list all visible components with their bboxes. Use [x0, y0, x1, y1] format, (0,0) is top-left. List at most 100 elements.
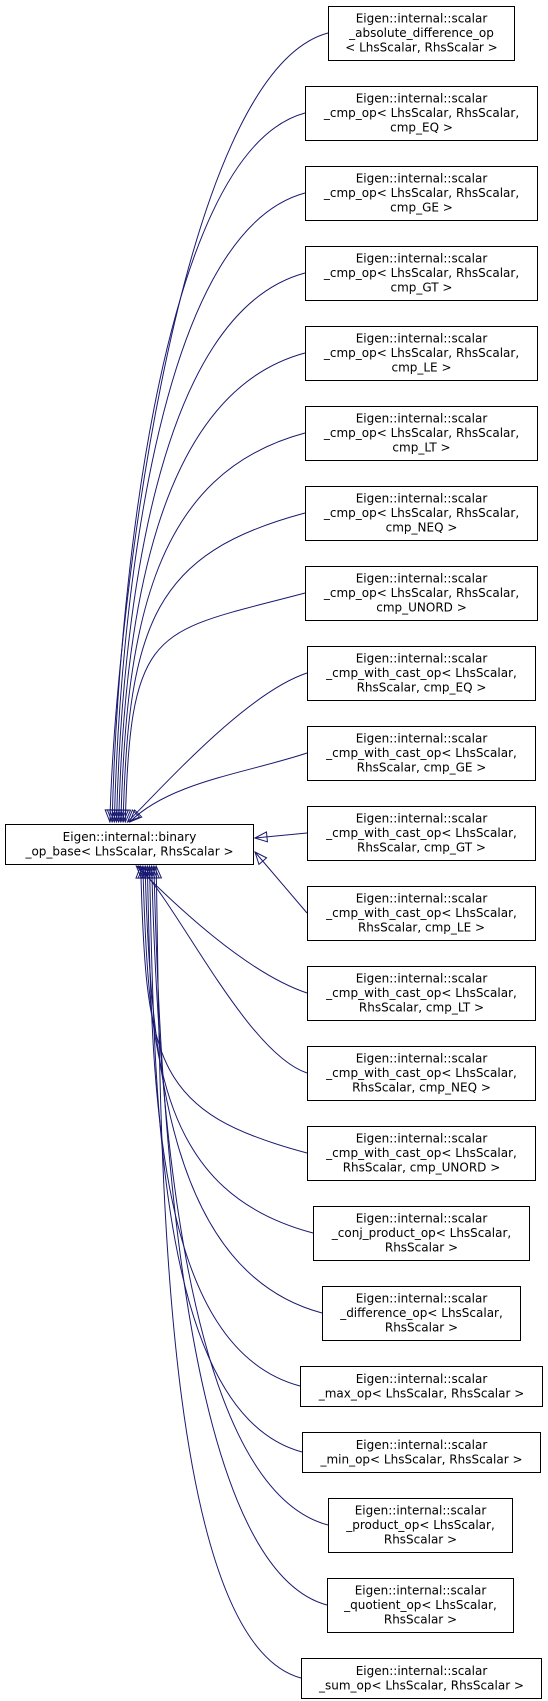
- derived-class-label-line: Eigen::internal::scalar: [356, 1664, 488, 1678]
- derived-class-node[interactable]: Eigen::internal::scalar_cmp_with_cast_op…: [307, 886, 536, 941]
- derived-class-label-line: _cmp_with_cast_op< LhsScalar,: [325, 1066, 517, 1080]
- derived-class-box[interactable]: [305, 86, 538, 141]
- derived-class-label-line: Eigen::internal::scalar: [356, 332, 488, 346]
- derived-class-label-line: RhsScalar, cmp_NEQ >: [352, 1081, 491, 1095]
- derived-class-label-line: Eigen::internal::scalar: [356, 972, 488, 986]
- derived-class-box[interactable]: [302, 1432, 541, 1473]
- inheritance-arrowhead: [254, 851, 268, 866]
- derived-class-label-line: Eigen::internal::scalar: [355, 1584, 487, 1598]
- inheritance-edge: [129, 752, 308, 823]
- inheritance-edge: [120, 432, 306, 823]
- derived-class-label-line: cmp_GT >: [391, 281, 453, 295]
- derived-class-label-line: RhsScalar, cmp_EQ >: [357, 681, 487, 695]
- derived-class-box[interactable]: [328, 1498, 513, 1553]
- derived-class-label-line: Eigen::internal::scalar: [356, 732, 488, 746]
- derived-class-label-line: _conj_product_op< LhsScalar,: [331, 1226, 511, 1240]
- derived-class-node[interactable]: Eigen::internal::scalar_max_op< LhsScala…: [300, 1366, 543, 1407]
- derived-class-label-line: _max_op< LhsScalar, RhsScalar >: [318, 1386, 525, 1400]
- derived-class-node[interactable]: Eigen::internal::scalar_cmp_with_cast_op…: [307, 1046, 536, 1101]
- derived-class-label-line: cmp_EQ >: [390, 121, 453, 135]
- derived-class-label-line: Eigen::internal::scalar: [356, 892, 488, 906]
- inheritance-edge: [254, 851, 308, 914]
- derived-class-node[interactable]: Eigen::internal::scalar_cmp_op< LhsScala…: [305, 406, 538, 461]
- derived-class-box[interactable]: [305, 566, 538, 621]
- inheritance-edge: [135, 865, 308, 994]
- derived-class-box[interactable]: [307, 646, 536, 701]
- inheritance-edge: [153, 865, 328, 1606]
- derived-class-label-line: Eigen::internal::scalar: [356, 1292, 488, 1306]
- derived-class-label-line: Eigen::internal::scalar: [355, 1504, 487, 1518]
- derived-class-label-line: _cmp_op< LhsScalar, RhsScalar,: [323, 346, 519, 360]
- inheritance-edges: [104, 32, 329, 1679]
- inheritance-arrowhead: [126, 809, 141, 823]
- inheritance-edge: [144, 865, 323, 1314]
- derived-class-label-line: RhsScalar >: [384, 1613, 457, 1627]
- derived-class-label-line: RhsScalar, cmp_GE >: [357, 761, 487, 775]
- derived-class-label-line: < LhsScalar, RhsScalar >: [345, 41, 497, 55]
- derived-class-node[interactable]: Eigen::internal::scalar_cmp_op< LhsScala…: [305, 166, 538, 221]
- derived-class-node[interactable]: Eigen::internal::scalar_cmp_op< LhsScala…: [305, 326, 538, 381]
- derived-class-node[interactable]: Eigen::internal::scalar_conj_product_op<…: [313, 1206, 530, 1261]
- derived-class-label-line: _cmp_with_cast_op< LhsScalar,: [325, 746, 517, 760]
- derived-class-label-line: _cmp_with_cast_op< LhsScalar,: [325, 986, 517, 1000]
- inheritance-edge: [111, 112, 306, 823]
- derived-class-node[interactable]: Eigen::internal::scalar_min_op< LhsScala…: [302, 1432, 541, 1473]
- derived-class-box[interactable]: [305, 166, 538, 221]
- derived-class-node[interactable]: Eigen::internal::scalar_sum_op< LhsScala…: [301, 1658, 542, 1699]
- derived-class-box[interactable]: [307, 806, 536, 861]
- derived-class-box[interactable]: [328, 6, 515, 61]
- derived-class-box[interactable]: [300, 1366, 543, 1407]
- derived-class-label-line: RhsScalar >: [384, 1533, 457, 1547]
- derived-class-box[interactable]: [307, 1046, 536, 1101]
- derived-class-box[interactable]: [305, 246, 538, 301]
- derived-class-node[interactable]: Eigen::internal::scalar_cmp_with_cast_op…: [307, 1126, 536, 1181]
- derived-class-node[interactable]: Eigen::internal::scalar_cmp_op< LhsScala…: [305, 86, 538, 141]
- derived-class-node[interactable]: Eigen::internal::scalar_product_op< LhsS…: [328, 1498, 513, 1553]
- derived-class-box[interactable]: [313, 1206, 530, 1261]
- derived-class-label-line: RhsScalar, cmp_LE >: [358, 921, 485, 935]
- derived-class-label-line: _cmp_op< LhsScalar, RhsScalar,: [323, 266, 519, 280]
- inheritance-edge: [116, 272, 306, 823]
- derived-class-label-line: RhsScalar, cmp_GT >: [357, 841, 486, 855]
- derived-class-label-line: Eigen::internal::scalar: [356, 812, 488, 826]
- inheritance-edge: [146, 865, 301, 1387]
- derived-class-node[interactable]: Eigen::internal::scalar_cmp_with_cast_op…: [307, 966, 536, 1021]
- derived-class-box[interactable]: [305, 326, 538, 381]
- derived-class-label-line: _cmp_op< LhsScalar, RhsScalar,: [323, 186, 519, 200]
- derived-class-box[interactable]: [307, 1126, 536, 1181]
- derived-class-node[interactable]: Eigen::internal::scalar_cmp_with_cast_op…: [307, 726, 536, 781]
- derived-class-node[interactable]: Eigen::internal::scalar_absolute_differe…: [328, 6, 515, 61]
- inheritance-edge: [109, 32, 329, 823]
- derived-class-node[interactable]: Eigen::internal::scalar_cmp_op< LhsScala…: [305, 566, 538, 621]
- derived-class-label-line: Eigen::internal::scalar: [356, 252, 488, 266]
- derived-class-label-line: Eigen::internal::scalar: [356, 172, 488, 186]
- derived-class-node[interactable]: Eigen::internal::scalar_difference_op< L…: [322, 1286, 521, 1341]
- base-class-node[interactable]: Eigen::internal::binary_op_base< LhsScal…: [5, 824, 254, 865]
- derived-class-box[interactable]: [307, 966, 536, 1021]
- derived-class-label-line: RhsScalar, cmp_UNORD >: [343, 1161, 501, 1175]
- derived-class-box[interactable]: [307, 726, 536, 781]
- derived-class-label-line: RhsScalar, cmp_LT >: [359, 1001, 484, 1015]
- derived-class-box[interactable]: [327, 1578, 514, 1633]
- derived-class-box[interactable]: [305, 486, 538, 541]
- derived-class-node[interactable]: Eigen::internal::scalar_cmp_with_cast_op…: [307, 646, 536, 701]
- derived-class-box[interactable]: [301, 1658, 542, 1699]
- derived-class-node[interactable]: Eigen::internal::scalar_cmp_op< LhsScala…: [305, 486, 538, 541]
- derived-class-label-line: Eigen::internal::scalar: [356, 12, 488, 26]
- derived-class-label-line: _absolute_difference_op: [348, 26, 494, 40]
- derived-class-node[interactable]: Eigen::internal::scalar_quotient_op< Lhs…: [327, 1578, 514, 1633]
- base-class-box[interactable]: [5, 824, 254, 865]
- derived-class-label-line: cmp_NEQ >: [386, 521, 458, 535]
- derived-class-box[interactable]: [307, 886, 536, 941]
- derived-class-label-line: _difference_op< LhsScalar,: [339, 1306, 503, 1320]
- inheritance-edge: [118, 352, 306, 823]
- derived-class-box[interactable]: [305, 406, 538, 461]
- derived-class-label-line: _cmp_op< LhsScalar, RhsScalar,: [323, 106, 519, 120]
- derived-class-node[interactable]: Eigen::internal::scalar_cmp_with_cast_op…: [307, 806, 536, 861]
- inheritance-arrowhead: [150, 864, 163, 879]
- derived-class-label-line: _product_op< LhsScalar,: [345, 1518, 495, 1532]
- derived-class-box[interactable]: [322, 1286, 521, 1341]
- derived-class-label-line: Eigen::internal::scalar: [356, 492, 488, 506]
- derived-class-label-line: _min_op< LhsScalar, RhsScalar >: [319, 1452, 522, 1466]
- derived-class-node[interactable]: Eigen::internal::scalar_cmp_op< LhsScala…: [305, 246, 538, 301]
